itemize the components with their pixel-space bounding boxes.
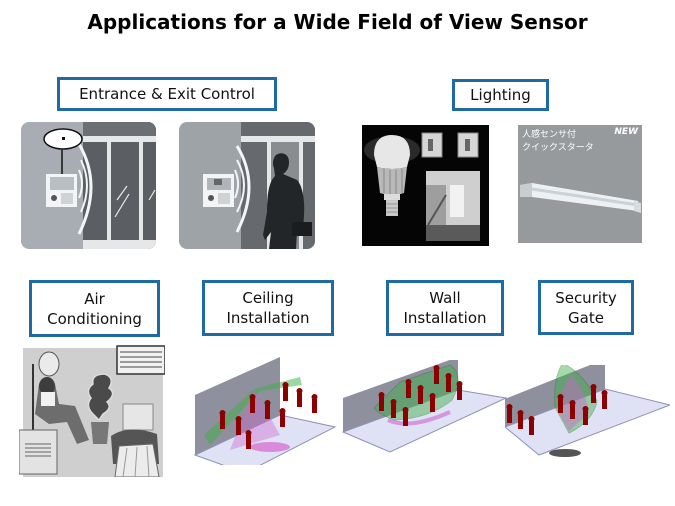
wall-installation-line2: Installation [403, 309, 487, 327]
security-gate-line1: Security [555, 288, 617, 307]
lighting-text: Lighting [470, 86, 531, 104]
ceiling-installation-label: Ceiling Installation [202, 280, 334, 336]
air-conditioning-illustration [19, 344, 165, 477]
lighting-bulb-image [362, 125, 489, 246]
fixture-caption-line2: クイックスタータ [522, 143, 594, 153]
security-gate-line2: Gate [568, 308, 604, 327]
air-conditioning-label: Air Conditioning [29, 280, 160, 337]
page-title: Applications for a Wide Field of View Se… [87, 10, 588, 34]
air-conditioning-line1: Air [84, 289, 105, 308]
ceiling-installation-diagram [190, 355, 340, 465]
ceiling-installation-line2: Installation [226, 309, 310, 327]
new-badge: NEW [614, 127, 638, 137]
lighting-label: Lighting [452, 79, 549, 111]
entrance-exit-control-text: Entrance & Exit Control [79, 85, 255, 103]
fixture-caption-line1: 人感センサ付 [522, 130, 577, 140]
person-marker-group [219, 382, 318, 449]
wall-installation-line1: Wall [429, 289, 461, 307]
person-marker-group [506, 384, 608, 435]
wall-installation-diagram [340, 360, 510, 465]
security-gate-diagram [505, 365, 670, 465]
entrance-person-walking-image [179, 122, 315, 249]
lighting-fixture-image: 人感センサ付 クイックスタータ NEW [518, 125, 642, 243]
security-gate-label: Security Gate [538, 280, 634, 335]
air-conditioning-line2: Conditioning [47, 309, 142, 328]
person-marker-group [378, 365, 463, 426]
wall-installation-label: Wall Installation [386, 280, 504, 336]
ceiling-installation-line1: Ceiling [242, 289, 294, 307]
entrance-exit-control-label: Entrance & Exit Control [57, 77, 277, 111]
entrance-door-sensor-image [21, 122, 156, 249]
